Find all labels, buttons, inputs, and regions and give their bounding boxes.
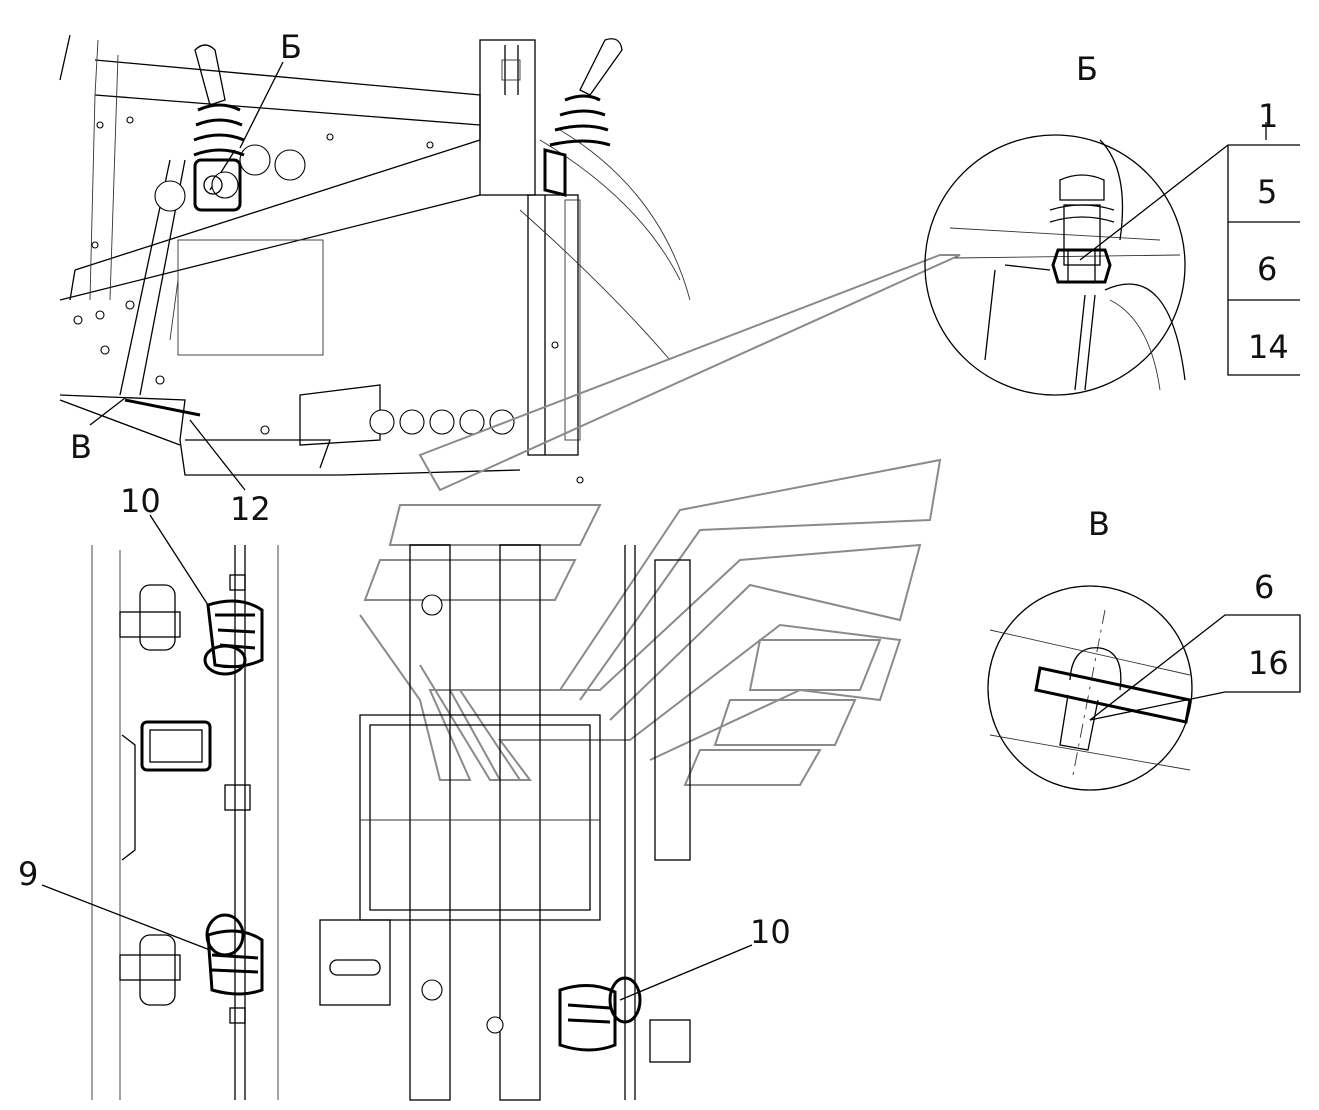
table-b-cell-2: 14 (1248, 328, 1289, 366)
joystick-right-icon (543, 38, 623, 197)
joystick-10-upper-icon (203, 599, 264, 676)
table-b-cell-1: 6 (1257, 250, 1277, 288)
upper-assembly (59, 34, 691, 484)
joystick-left-icon (193, 44, 245, 212)
label-part-10-lower: 10 (750, 913, 791, 951)
table-b-cell-0: 5 (1257, 173, 1277, 211)
label-part-10-upper: 10 (120, 482, 161, 520)
lower-assembly (91, 544, 691, 1101)
pin-icon (1034, 647, 1192, 751)
label-part-12: 12 (230, 490, 271, 528)
label-view-v-title: В (1088, 505, 1110, 543)
detail-view-v (987, 585, 1301, 791)
bolt-nut-icon (1049, 174, 1115, 284)
label-view-b-part-1: 1 (1258, 97, 1278, 135)
label-view-b-title: Б (1076, 50, 1098, 88)
joystick-10-lower-icon (558, 976, 642, 1052)
label-part-9: 9 (18, 855, 38, 893)
detail-view-b (924, 134, 1300, 396)
table-v-cell-0: 16 (1248, 644, 1289, 682)
label-view-v-callout: В (70, 428, 92, 466)
view-link-arrows (359, 254, 961, 786)
joystick-9-icon (205, 913, 264, 996)
label-view-v-part-6: 6 (1254, 568, 1274, 606)
leader-lines (41, 61, 1267, 1001)
label-view-b-callout: Б (280, 28, 302, 66)
